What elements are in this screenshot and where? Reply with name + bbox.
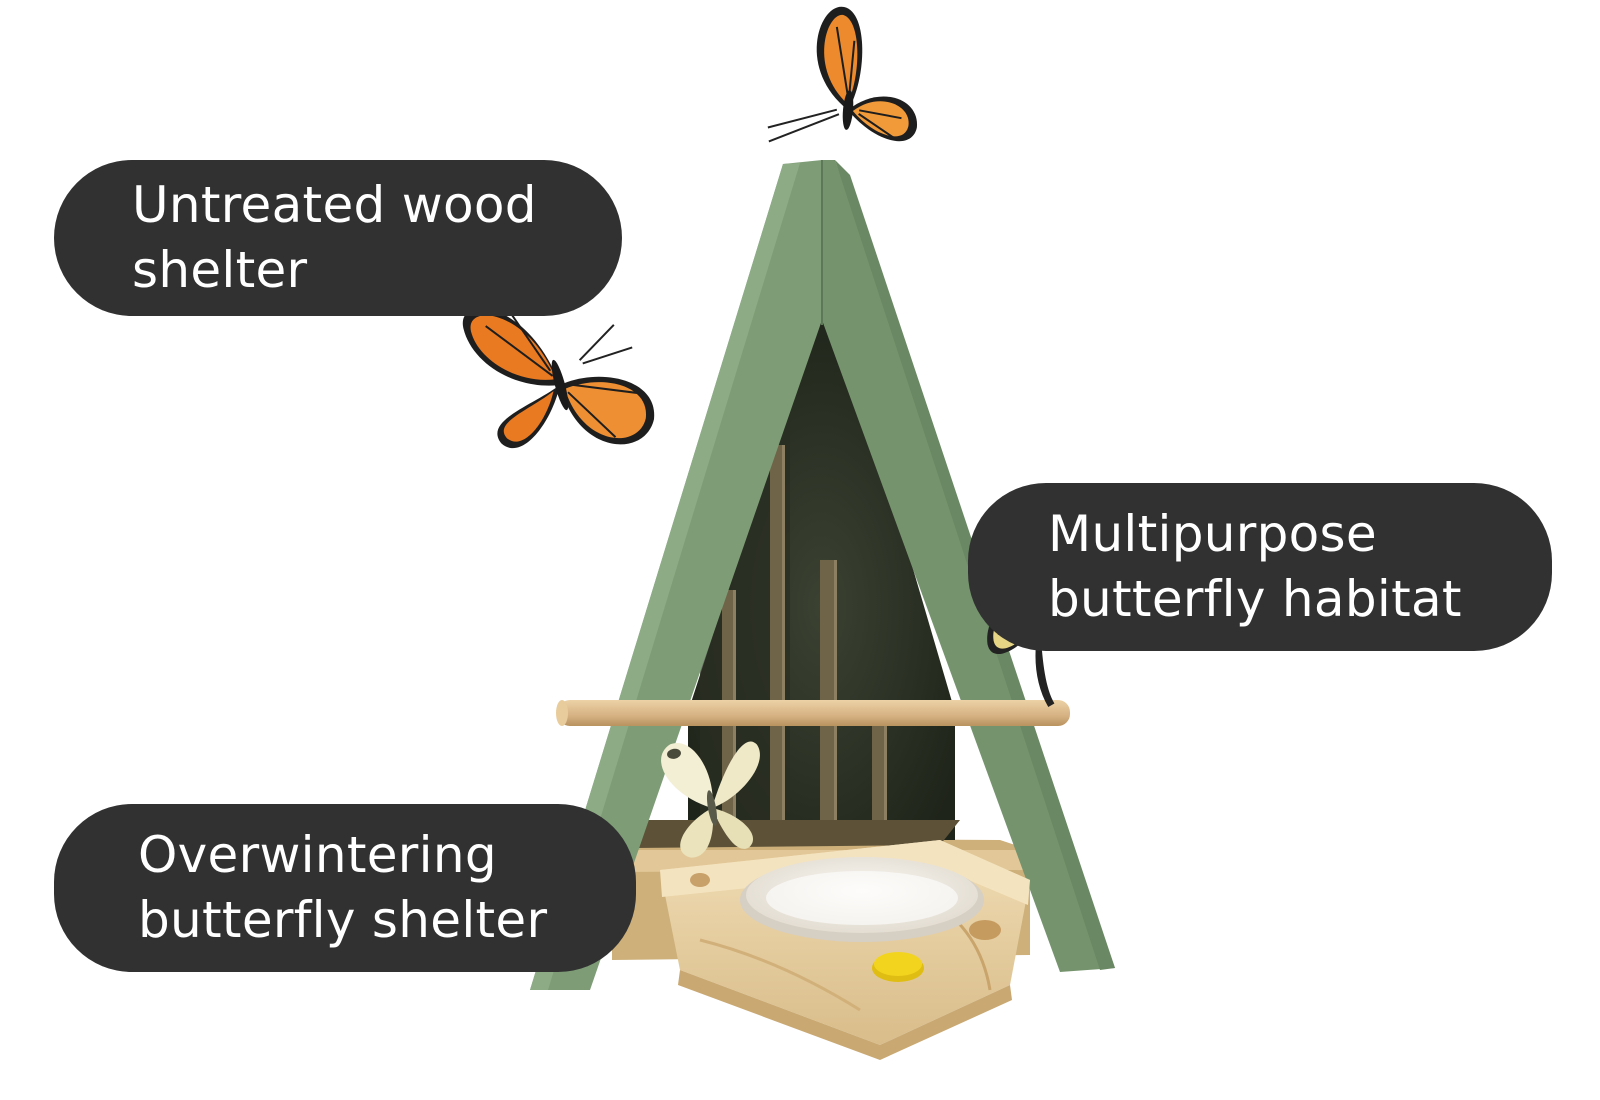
callout-untreated-wood-text: Untreated wood shelter bbox=[132, 173, 537, 303]
callout-line: Multipurpose bbox=[1048, 505, 1377, 563]
callout-overwintering-shelter-text: Overwintering butterfly shelter bbox=[138, 823, 547, 953]
monarch-butterfly-icon bbox=[767, 6, 917, 143]
callout-multipurpose-habitat-text: Multipurpose butterfly habitat bbox=[1048, 502, 1462, 632]
callout-overwintering-shelter: Overwintering butterfly shelter bbox=[54, 804, 636, 972]
cabbage-white-butterfly-icon bbox=[661, 741, 760, 858]
wooden-perch bbox=[556, 700, 1070, 726]
callout-line: shelter bbox=[132, 241, 308, 299]
callout-line: Overwintering bbox=[138, 826, 497, 884]
viceroy-butterfly-icon bbox=[462, 308, 654, 449]
feeder-tray bbox=[660, 840, 1030, 1060]
callout-untreated-wood: Untreated wood shelter bbox=[54, 160, 622, 316]
callout-line: Untreated wood bbox=[132, 176, 537, 234]
callout-line: butterfly shelter bbox=[138, 891, 548, 949]
callout-multipurpose-habitat: Multipurpose butterfly habitat bbox=[968, 483, 1552, 651]
callout-line: butterfly habitat bbox=[1048, 570, 1462, 628]
